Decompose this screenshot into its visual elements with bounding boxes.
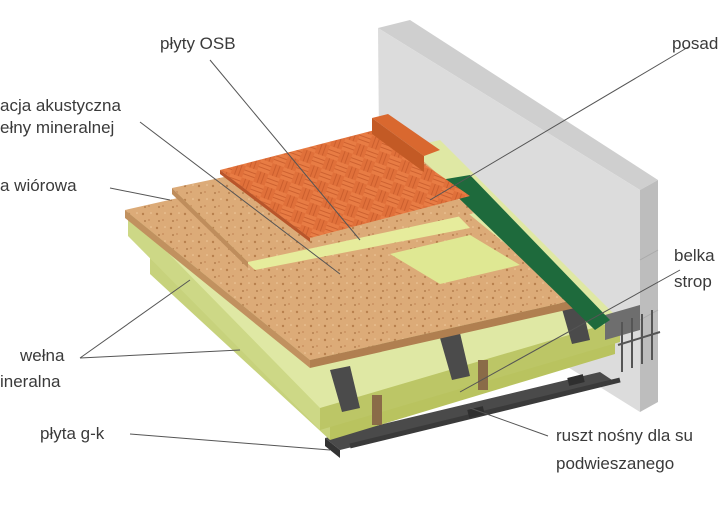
label-gk: płyta g-k bbox=[40, 424, 105, 443]
label-welna-2: ineralna bbox=[0, 372, 61, 391]
skirting-board bbox=[372, 114, 440, 172]
label-welna-1: wełna bbox=[20, 346, 65, 365]
label-acoustic-2: ełny mineralnej bbox=[0, 118, 115, 137]
label-wiorowa: a wiórowa bbox=[0, 176, 77, 195]
label-osb: płyty OSB bbox=[160, 34, 236, 53]
label-belka-1: belka bbox=[674, 246, 715, 265]
label-ruszt-1: ruszt nośny dla su bbox=[556, 426, 694, 445]
steel-beam bbox=[605, 305, 661, 372]
leader-lines bbox=[79, 45, 691, 451]
label-posadzka: posad bbox=[672, 34, 719, 53]
label-belka-2: strop bbox=[674, 272, 712, 291]
label-acoustic-1: acja akustyczna bbox=[0, 96, 121, 115]
label-ruszt-2: podwieszanego bbox=[556, 454, 675, 473]
membrane bbox=[440, 175, 610, 330]
